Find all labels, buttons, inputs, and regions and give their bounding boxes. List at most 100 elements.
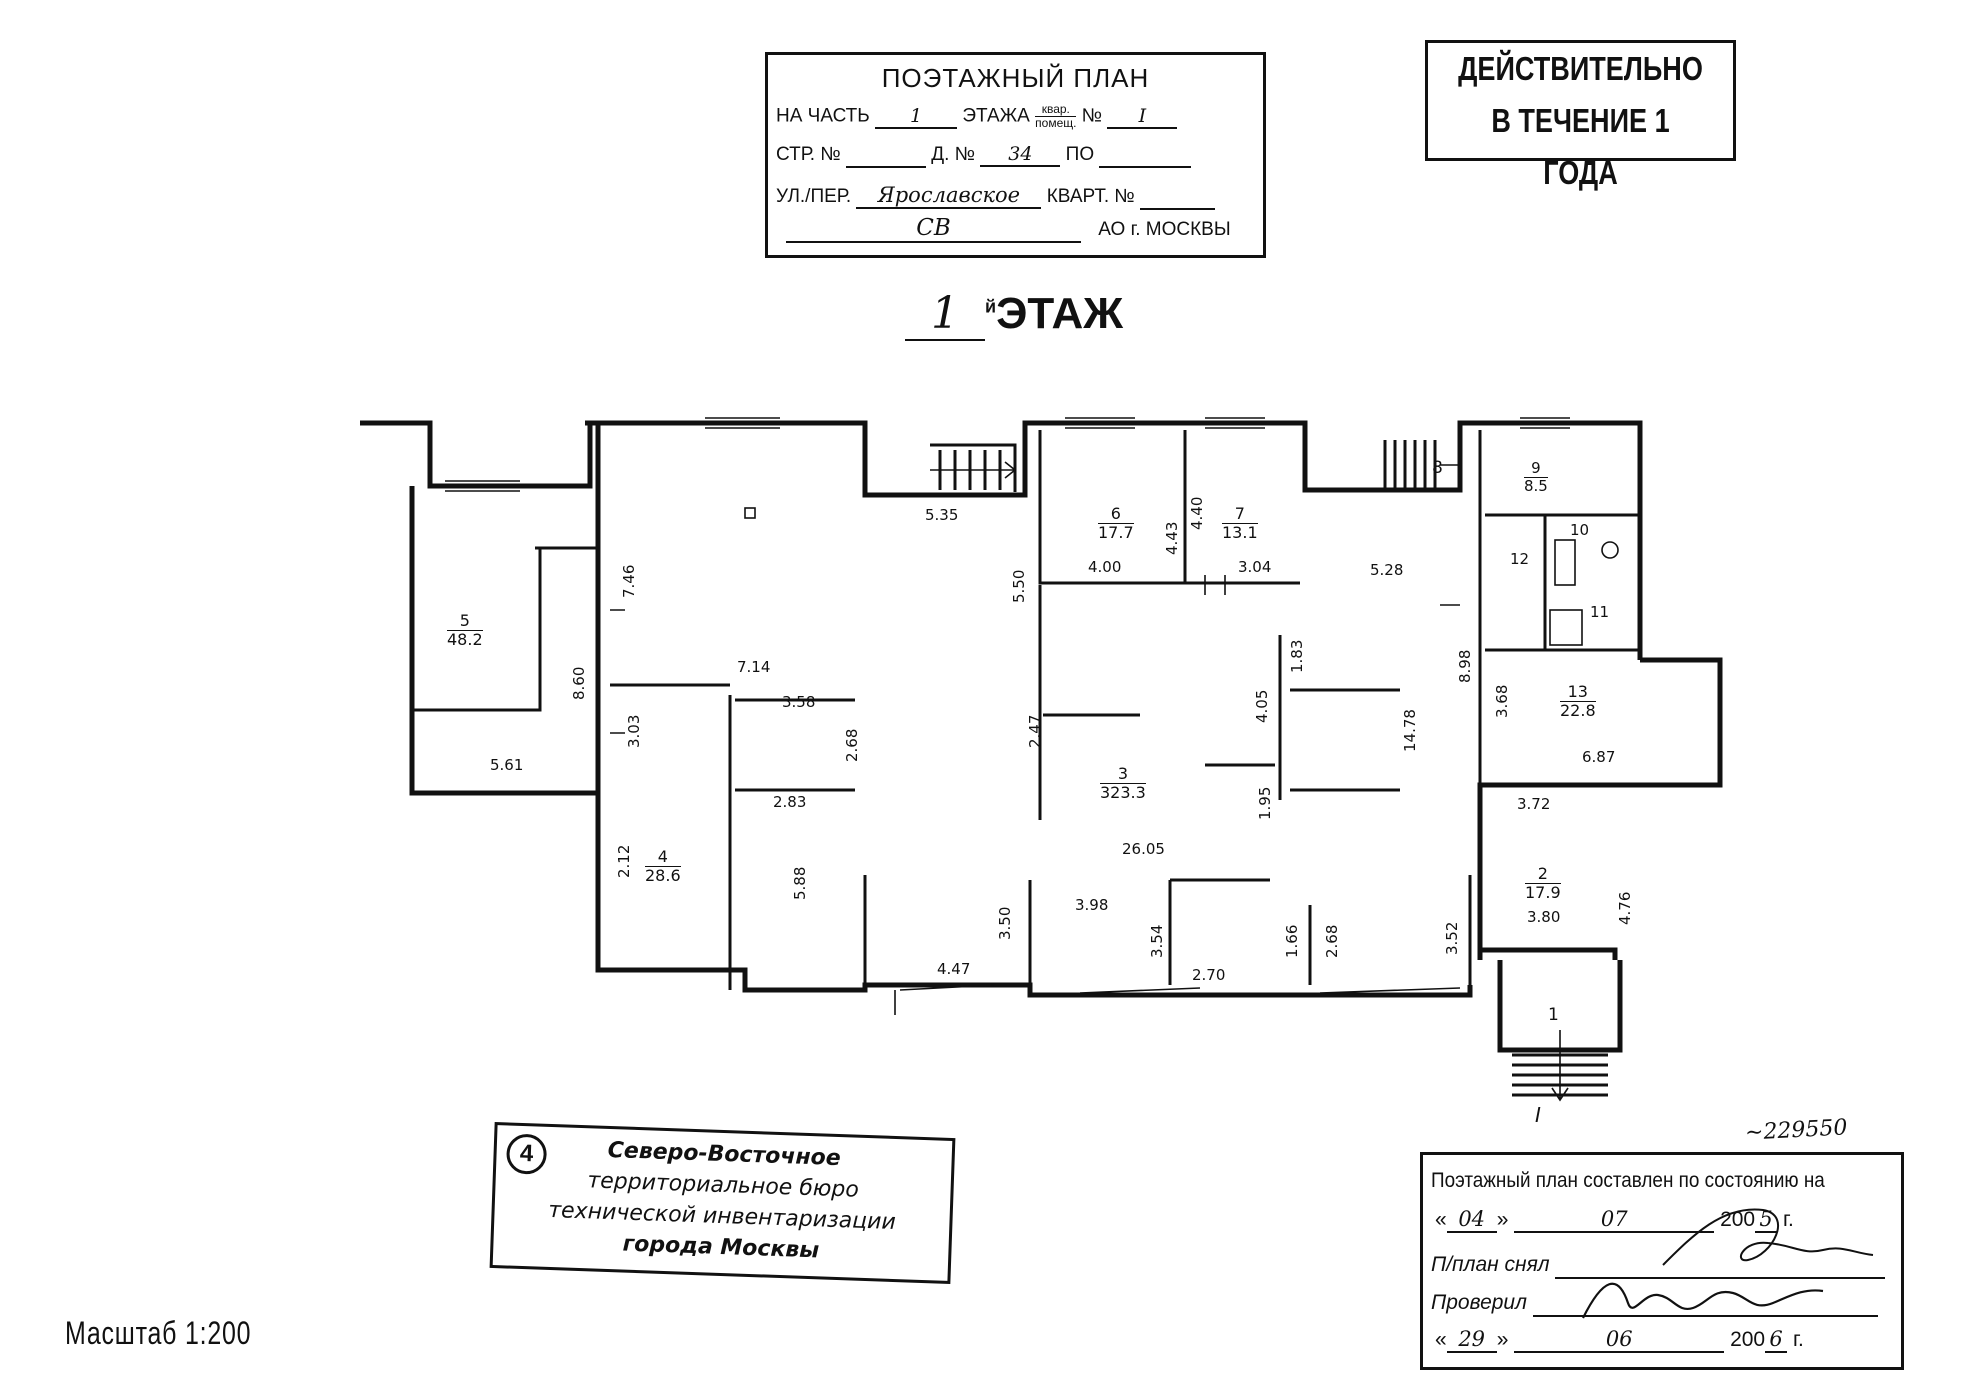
wall-room5-inner — [412, 546, 598, 712]
fraction-top: квар. — [1035, 103, 1077, 117]
fraction-bottom: помещ. — [1035, 116, 1077, 130]
date1-day: 04 — [1446, 1207, 1497, 1233]
date2-year-prefix: 200 — [1730, 1328, 1766, 1351]
floor-fraction: квар. помещ. — [1035, 103, 1077, 130]
surveyed-signature — [1555, 1253, 1886, 1279]
room-5-label: 5 48.2 — [447, 611, 483, 650]
part-value: 1 — [875, 105, 958, 129]
wall-room4 — [610, 683, 732, 990]
room-8-label: 8 — [1432, 458, 1443, 478]
date2-month: 06 — [1514, 1327, 1725, 1353]
room-7-label: 7 13.1 — [1222, 504, 1258, 543]
date2-day: 29 — [1446, 1327, 1497, 1353]
stairs-room-8 — [1383, 440, 1437, 490]
kvart-label: КВАРТ. № — [1046, 186, 1135, 207]
dim-label: 5.88 — [791, 866, 809, 900]
survey-block: Поэтажный план составлен по состоянию на… — [1420, 1152, 1904, 1370]
dim-label: 3.98 — [1075, 896, 1109, 914]
checked-label: Проверил — [1431, 1291, 1527, 1314]
room-area: 17.7 — [1098, 523, 1134, 543]
dim-label: 8.60 — [570, 666, 588, 700]
dim-label: 7.46 — [620, 564, 638, 598]
room-area: 323.3 — [1100, 783, 1146, 803]
signature-surveyed — [1662, 1208, 1874, 1266]
shower-fixture — [1549, 609, 1583, 646]
dim-label: 1.83 — [1288, 639, 1306, 673]
window-3 — [1205, 417, 1265, 429]
window-6 — [899, 984, 1461, 994]
floor-label: ЭТАЖА — [962, 105, 1030, 127]
stairs-arrow — [930, 461, 1017, 479]
room-2-label: 2 17.9 — [1525, 864, 1561, 903]
dim-label: 2.83 — [773, 793, 807, 811]
number-label: № — [1081, 105, 1103, 127]
title-row-street: УЛ./ПЕР. Ярославское КВАРТ. № — [776, 183, 1216, 210]
wall-divider-1 — [1205, 635, 1400, 800]
validity-line-1: ДЕЙСТВИТЕЛЬНО — [1458, 50, 1703, 87]
checked-signature — [1532, 1291, 1878, 1317]
date2-year-unit: г. — [1792, 1328, 1804, 1351]
room-area: 28.6 — [645, 866, 681, 886]
room-13-label: 13 22.8 — [1560, 682, 1596, 721]
house-value: 34 — [980, 143, 1061, 167]
room-area: 48.2 — [447, 630, 483, 650]
wall-center-left — [735, 698, 867, 985]
title-row-part: НА ЧАСТЬ 1 ЭТАЖА квар. помещ. № I — [776, 103, 1178, 130]
toilet-fixture — [1554, 539, 1576, 586]
column-marker — [744, 507, 756, 519]
bti-stamp-text: Северо-Восточное территориальное бюро те… — [493, 1131, 952, 1271]
inventory-number: ~229550 — [1744, 1115, 1849, 1146]
dim-label: 3.52 — [1443, 921, 1461, 955]
dim-label: 14.78 — [1401, 709, 1419, 752]
outer-wall-south — [595, 793, 1473, 998]
outer-wall-main-north — [585, 420, 1643, 660]
ao-label: АО г. МОСКВЫ — [1098, 219, 1231, 240]
dim-label: 1.66 — [1283, 924, 1301, 958]
room-number: 4 — [645, 847, 681, 868]
window-1 — [705, 417, 780, 429]
room-area: 22.8 — [1560, 701, 1596, 721]
room-4-label: 4 28.6 — [645, 847, 681, 886]
dim-label: 3.54 — [1148, 924, 1166, 958]
surveyed-label: П/план снял — [1431, 1253, 1550, 1276]
window-2 — [1065, 417, 1135, 429]
title-row-house: СТР. № Д. № 34 ПО — [776, 143, 1192, 168]
title-heading: ПОЭТАЖНЫЙ ПЛАН — [881, 63, 1150, 93]
room-6-label: 6 17.7 — [1098, 504, 1134, 543]
floor-label: ЭТАЖ — [996, 289, 1124, 338]
dim-label: 4.76 — [1616, 891, 1634, 925]
dim-label: 3.50 — [996, 906, 1014, 940]
po-label: ПО — [1065, 144, 1095, 165]
checked-row: Проверил — [1431, 1291, 1878, 1317]
dim-label: 4.05 — [1253, 689, 1271, 723]
room-1-label: 1 — [1548, 1005, 1559, 1025]
building-value — [846, 144, 926, 168]
wall-rooms-6-7 — [1038, 430, 1300, 585]
scale-label: Масштаб 1:200 — [65, 1315, 252, 1351]
dim-label: 3.04 — [1238, 558, 1272, 576]
dim-label: 7.14 — [737, 658, 771, 676]
wall-east-rooms — [1478, 430, 1640, 790]
dim-label: 4.43 — [1163, 521, 1181, 555]
room-number: 7 — [1222, 504, 1258, 525]
sink-fixture — [1601, 541, 1619, 559]
room-number: 3 — [1100, 764, 1146, 785]
date2-year-suffix: 6 — [1765, 1327, 1788, 1353]
dim-label: 2.70 — [1192, 966, 1226, 984]
building-label: СТР. № — [776, 144, 841, 165]
entrance-arrow — [1551, 1030, 1569, 1102]
wall-corridor — [1038, 585, 1140, 820]
room-number: 9 — [1524, 459, 1548, 479]
dim-label: 4.47 — [937, 960, 971, 978]
dim-label: 5.50 — [1010, 569, 1028, 603]
bti-stamp: 4 Северо-Восточное территориальное бюро … — [489, 1122, 956, 1284]
floor-suffix: й — [985, 296, 997, 317]
floor-number: 1 — [905, 288, 985, 341]
date1-month: 07 — [1514, 1207, 1715, 1233]
outer-wall-west-annex — [360, 420, 612, 489]
title-block-stamp: ПОЭТАЖНЫЙ ПЛАН НА ЧАСТЬ 1 ЭТАЖА квар. по… — [765, 52, 1266, 258]
surveyed-row: П/план снял — [1431, 1253, 1886, 1279]
